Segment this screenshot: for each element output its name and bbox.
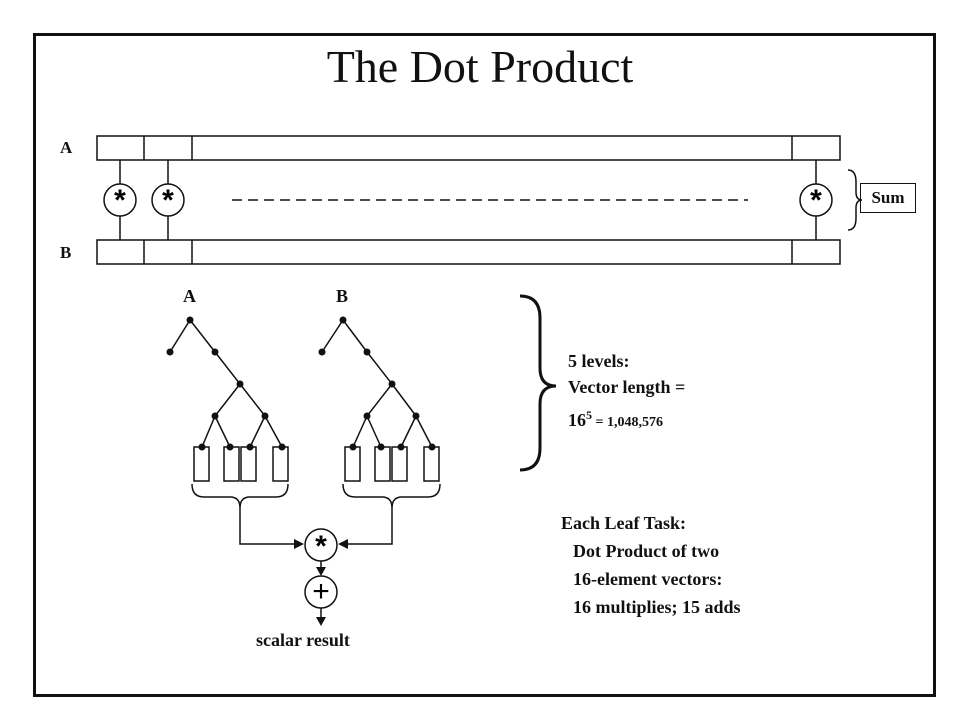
leaf-task-line: Dot Product of two bbox=[573, 541, 720, 561]
leaf-brace-a bbox=[191, 483, 289, 509]
vector-length-line: Vector length = bbox=[568, 377, 686, 397]
connector-a bbox=[239, 508, 298, 545]
sum-brace bbox=[847, 169, 863, 231]
levels-line: 5 levels: bbox=[568, 351, 630, 371]
slide-frame bbox=[33, 33, 936, 697]
multiply-circle bbox=[799, 183, 833, 217]
length-base: 16 bbox=[568, 410, 586, 430]
leaf-task-line: 16-element vectors: bbox=[573, 569, 723, 589]
leaf-box bbox=[272, 446, 289, 482]
vector-a-label: A bbox=[60, 138, 73, 157]
levels-brace bbox=[519, 294, 557, 472]
sum-box: Sum bbox=[860, 183, 916, 213]
leaf-box bbox=[344, 446, 361, 482]
multiply-symbol: * bbox=[315, 530, 327, 563]
leaf-brace-b bbox=[342, 483, 441, 509]
tree-b-label: B bbox=[336, 286, 349, 306]
vector-b-label: B bbox=[60, 243, 72, 262]
tree-a-label: A bbox=[183, 286, 196, 306]
vector-length-value: 165 = 1,048,576 bbox=[568, 402, 663, 436]
multiply-symbol: * bbox=[162, 184, 174, 217]
multiply-symbol: * bbox=[114, 184, 126, 217]
leaf-task-line: 16 multiplies; 15 adds bbox=[573, 597, 741, 617]
connector-b bbox=[344, 508, 393, 545]
vector-b-bar bbox=[96, 239, 841, 265]
arrowhead-icon bbox=[294, 539, 304, 549]
length-value: = 1,048,576 bbox=[592, 415, 663, 430]
arrowhead-icon bbox=[316, 567, 326, 576]
length-exponent: 5 bbox=[586, 408, 592, 422]
tree-a bbox=[169, 319, 298, 545]
multiply-symbol: * bbox=[810, 184, 822, 217]
leaf-box bbox=[193, 446, 210, 482]
leaf-box bbox=[223, 446, 240, 482]
multiply-circle bbox=[103, 183, 137, 217]
vector-a-bar bbox=[96, 135, 841, 161]
arrowhead-icon bbox=[338, 539, 348, 549]
leaf-box bbox=[391, 446, 408, 482]
scalar-result-label: scalar result bbox=[256, 630, 350, 650]
leaf-task-heading: Each Leaf Task: bbox=[561, 513, 687, 533]
leaf-box bbox=[240, 446, 257, 482]
arrowhead-icon bbox=[316, 617, 326, 626]
leaf-box bbox=[423, 446, 440, 482]
add-symbol: + bbox=[312, 575, 330, 608]
tree-b bbox=[321, 319, 441, 545]
multiply-circle bbox=[151, 183, 185, 217]
leaf-box bbox=[374, 446, 391, 482]
slide-title: The Dot Product bbox=[326, 41, 634, 92]
